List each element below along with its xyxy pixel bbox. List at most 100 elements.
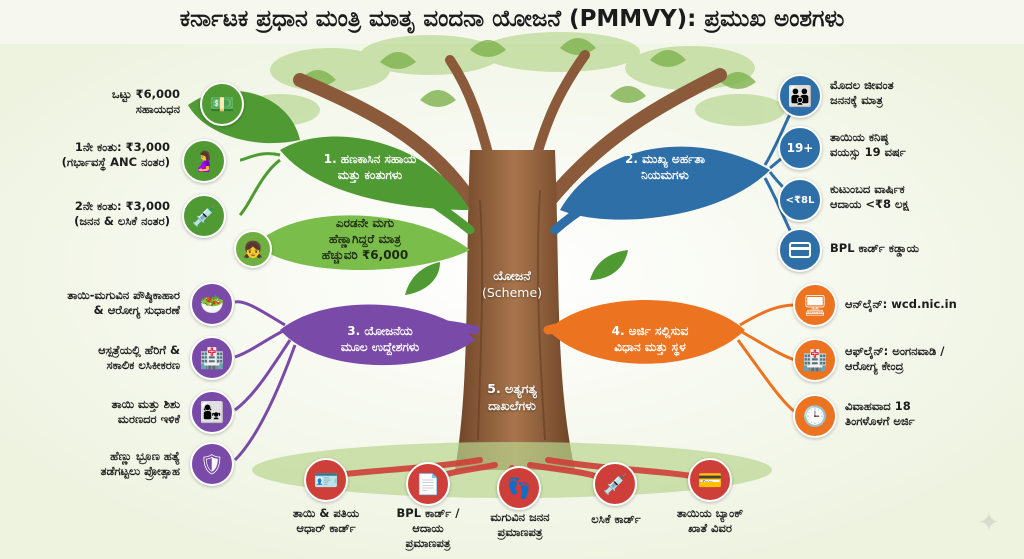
footprint-certificate-icon: 👣	[497, 466, 541, 510]
application-item-deadline: ವಿವಾಹವಾದ 18 ತಿಂಗಳೊಳಗೆ ಅರ್ಜಿ	[845, 399, 915, 429]
document-item-bank: ತಾಯಿಯ ಬ್ಯಾಂಕ್ ಖಾತೆ ವಿವರ	[650, 506, 770, 536]
money-hand-icon: 💵	[200, 82, 244, 126]
second-child-note: ಎರಡನೇ ಮಗು ಹೆಣ್ಣಾಗಿದ್ದರೆ ಮಾತ್ರ ಹೆಚ್ಚುವರಿ …	[275, 215, 455, 263]
financial-item-installment-1: 1ನೇ ಕಂತು: ₹3,000 (ಗರ್ಭಾವಸ್ಥೆ ANC ನಂತರ)	[20, 140, 170, 170]
branch-application-title-line: 4. ಅರ್ಜಿ ಸಲ್ಲಿಸುವ	[611, 324, 689, 338]
age-19-icon-text: 19+	[786, 141, 814, 155]
item-line: ಮಗುವಿನ ಜನನ	[490, 510, 550, 524]
id-card-icon: 🪪	[304, 458, 348, 502]
item-line: (ಜನನ & ಲಸಿಕೆ ನಂತರ)	[74, 214, 170, 228]
application-item-offline: ಆಫ್‌ಲೈನ್: ಅಂಗನವಾಡಿ / ಆರೋಗ್ಯ ಕೇಂದ್ರ	[845, 344, 944, 374]
item-line: ಹೆಣ್ಣು ಭ್ರೂಣ ಹತ್ಯೆ	[110, 449, 180, 463]
bank-card-icon: 💳	[688, 458, 732, 502]
branch-application-title-line: ವಿಧಾನ ಮತ್ತು ಸ್ಥಳ	[614, 340, 686, 354]
item-line: (ಗರ್ಭಾವಸ್ಥೆ ANC ನಂತರ)	[61, 155, 170, 169]
hospital-icon: 🏥	[190, 336, 234, 380]
branch-eligibility-title-line: 2. ಮುಖ್ಯ ಅರ್ಹತಾ	[625, 152, 705, 166]
sparkle-icon: ✦	[978, 508, 1000, 538]
center-subtitle: (Scheme)	[481, 285, 543, 300]
objective-item-female-foeticide: ಹೆಣ್ಣು ಭ್ರೂಣ ಹತ್ಯೆ ತಡೆಗಟ್ಟಲು ಪ್ರೋತ್ಸಾಹ	[10, 449, 180, 479]
second-child-line: ಹೆಚ್ಚುವರಿ ₹6,000	[321, 248, 409, 262]
branch-documents-title-line: ದಾಖಲೆಗಳು	[488, 398, 536, 413]
branch-objectives-title: 3. ಯೋಜನೆಯ ಮೂಲ ಉದ್ದೇಶಗಳು	[300, 323, 460, 355]
branch-documents-title: 5. ಅತ್ಯಗತ್ಯ ದಾಖಲೆಗಳು	[452, 380, 572, 414]
item-line: ವಯಸ್ಸು 19 ವರ್ಷ	[830, 145, 906, 159]
clock-icon: 🕒	[793, 394, 837, 438]
bpl-document-icon: 📄	[406, 462, 450, 506]
item-line: ತಾಯಿ & ಪತಿಯ	[292, 506, 360, 520]
money-bag-icon-text: <₹8L	[785, 194, 815, 206]
second-child-line: ಎರಡನೇ ಮಗು	[335, 216, 395, 230]
item-line: ತಾಯಿಯ ಕನಿಷ್ಠ	[830, 130, 889, 144]
branch-objectives-title-line: ಮೂಲ ಉದ್ದೇಶಗಳು	[340, 340, 420, 354]
vaccine-card-icon: 💉	[593, 462, 637, 506]
eligibility-item-first-birth: ಮೊದಲ ಜೀವಂತ ಜನನಕ್ಕೆ ಮಾತ್ರ	[830, 78, 894, 108]
item-line: ಲಸಿಕೆ ಕಾರ್ಡ್	[591, 512, 641, 526]
branch-application-title: 4. ಅರ್ಜಿ ಸಲ್ಲಿಸುವ ವಿಧಾನ ಮತ್ತು ಸ್ಥಳ	[570, 323, 730, 355]
mother-child-down-icon: 👩‍👧	[190, 390, 234, 434]
center-scheme-label: ಯೋಜನೆ (Scheme)	[462, 267, 562, 301]
eligibility-item-income: ಕುಟುಂಬದ ವಾರ್ಷಿಕ ಆದಾಯ <₹8 ಲಕ್ಷ	[830, 182, 909, 212]
girl-shield-icon: 🛡	[190, 442, 234, 486]
item-line: ಆದಾಯ	[412, 521, 444, 535]
item-line: ಸಹಾಯಧನ	[135, 102, 180, 116]
branch-eligibility-title: 2. ಮುಖ್ಯ ಅರ್ಹತಾ ನಿಯಮಗಳು	[590, 151, 740, 183]
document-item-bpl: BPL ಕಾರ್ಡ್ / ಆದಾಯ ಪ್ರಮಾಣಪತ್ರ	[370, 506, 486, 551]
item-line: ಪ್ರಮಾಣಪತ್ರ	[497, 525, 543, 539]
item-line: ತಾಯಿಯ ಬ್ಯಾಂಕ್	[676, 506, 744, 520]
item-line: 1ನೇ ಕಂತು: ₹3,000	[74, 140, 170, 154]
item-line: ವಿವಾಹವಾದ 18	[845, 399, 911, 413]
financial-item-total: ಒಟ್ಟು ₹6,000 ಸಹಾಯಧನ	[60, 87, 180, 117]
item-line: 2ನೇ ಕಂತು: ₹3,000	[74, 199, 170, 213]
nutrition-bowl-icon: 🥗	[190, 282, 234, 326]
branch-financial-title-line: ಮತ್ತು ಕಂತುಗಳು	[337, 168, 403, 182]
item-line: ಆಫ್‌ಲೈನ್: ಅಂಗನವಾಡಿ /	[845, 344, 945, 358]
item-line: BPL ಕಾರ್ಡ್ /	[396, 506, 460, 520]
branch-financial-title-line: 1. ಹಣಕಾಸಿನ ಸಹಾಯ	[323, 152, 417, 166]
vaccine-syringe-icon: 💉	[182, 194, 226, 238]
branch-eligibility-title-line: ನಿಯಮಗಳು	[641, 168, 689, 182]
item-line: BPL ಕಾರ್ಡ್ ಕಡ್ಡಾಯ	[830, 241, 919, 255]
document-item-aadhaar: ತಾಯಿ & ಪತಿಯ ಆಧಾರ್ ಕಾರ್ಡ್	[266, 506, 386, 536]
item-line: ಸಕಾಲಿಕ ಲಸಿಕೀಕರಣ	[106, 358, 180, 372]
item-line: ತಾಯಿ ಮತ್ತು ಶಿಶು	[111, 397, 180, 411]
objective-item-nutrition: ತಾಯಿ-ಮಗುವಿನ ಪೌಷ್ಠಿಕಾಹಾರ & ಆರೋಗ್ಯ ಸುಧಾರಣೆ	[10, 288, 180, 318]
item-line: ಮೊದಲ ಜೀವಂತ	[830, 78, 894, 92]
branch-documents-title-line: 5. ಅತ್ಯಗತ್ಯ	[487, 381, 537, 396]
branch-financial-title: 1. ಹಣಕಾಸಿನ ಸಹಾಯ ಮತ್ತು ಕಂತುಗಳು	[285, 151, 455, 183]
item-line: ಖಾತೆ ವಿವರ	[688, 521, 732, 535]
eligibility-item-bpl: BPL ಕಾರ್ಡ್ ಕಡ್ಡಾಯ	[830, 241, 919, 256]
item-line: ಆರೋಗ್ಯ ಕೇಂದ್ರ	[845, 359, 904, 373]
item-line: ತಾಯಿ-ಮಗುವಿನ ಪೌಷ್ಠಿಕಾಹಾರ	[67, 288, 180, 302]
item-line: ಒಟ್ಟು ₹6,000	[111, 87, 180, 101]
item-line: ಆನ್‌ಲೈನ್: wcd.nic.in	[845, 297, 957, 311]
second-child-line: ಹೆಣ್ಣಾಗಿದ್ದರೆ ಮಾತ್ರ	[329, 232, 401, 246]
computer-icon: 🖥	[793, 283, 837, 327]
item-line: ಮರಣದರ ಇಳಿಕೆ	[117, 412, 180, 426]
document-item-vaccine-card: ಲಸಿಕೆ ಕಾರ್ಡ್	[558, 512, 674, 527]
item-line: ಆಸ್ಪತ್ರೆಯಲ್ಲಿ ಹೆರಿಗೆ &	[98, 343, 180, 357]
pregnant-woman-icon: 🤰	[182, 139, 226, 183]
item-line: ತಿಂಗಳೊಳಗೆ ಅರ್ಜಿ	[845, 414, 915, 428]
card-icon	[778, 228, 822, 272]
branch-objectives-title-line: 3. ಯೋಜನೆಯ	[347, 324, 413, 338]
application-item-online: ಆನ್‌ಲೈನ್: wcd.nic.in	[845, 297, 957, 312]
item-line: ಕುಟುಂಬದ ವಾರ್ಷಿಕ	[830, 182, 905, 196]
money-bag-icon: <₹8L	[778, 178, 822, 222]
girls-icon: 👧	[234, 230, 272, 268]
document-item-birth-certificate: ಮಗುವಿನ ಜನನ ಪ್ರಮಾಣಪತ್ರ	[460, 510, 580, 540]
item-line: ಜನನಕ್ಕೆ ಮಾತ್ರ	[830, 93, 883, 107]
center-title: ಯೋಜನೆ	[493, 268, 531, 283]
item-line: ತಡೆಗಟ್ಟಲು ಪ್ರೋತ್ಸಾಹ	[100, 464, 180, 478]
objective-item-mortality: ತಾಯಿ ಮತ್ತು ಶಿಶು ಮರಣದರ ಇಳಿಕೆ	[10, 397, 180, 427]
item-line: & ಆರೋಗ್ಯ ಸುಧಾರಣೆ	[93, 303, 180, 317]
objective-item-hospital: ಆಸ್ಪತ್ರೆಯಲ್ಲಿ ಹೆರಿಗೆ & ಸಕಾಲಿಕ ಲಸಿಕೀಕರಣ	[10, 343, 180, 373]
financial-item-installment-2: 2ನೇ ಕಂತು: ₹3,000 (ಜನನ & ಲಸಿಕೆ ನಂತರ)	[20, 199, 170, 229]
eligibility-item-min-age: ತಾಯಿಯ ಕನಿಷ್ಠ ವಯಸ್ಸು 19 ವರ್ಷ	[830, 130, 906, 160]
age-19-icon: 19+	[778, 126, 822, 170]
item-line: ಪ್ರಮಾಣಪತ್ರ	[405, 536, 451, 550]
item-line: ಆಧಾರ್ ಕಾರ್ಡ್	[296, 521, 356, 535]
family-icon: 👪	[778, 74, 822, 118]
page-title: ಕರ್ನಾಟಕ ಪ್ರಧಾನ ಮಂತ್ರಿ ಮಾತೃ ವಂದನಾ ಯೋಜನೆ (…	[179, 6, 845, 32]
